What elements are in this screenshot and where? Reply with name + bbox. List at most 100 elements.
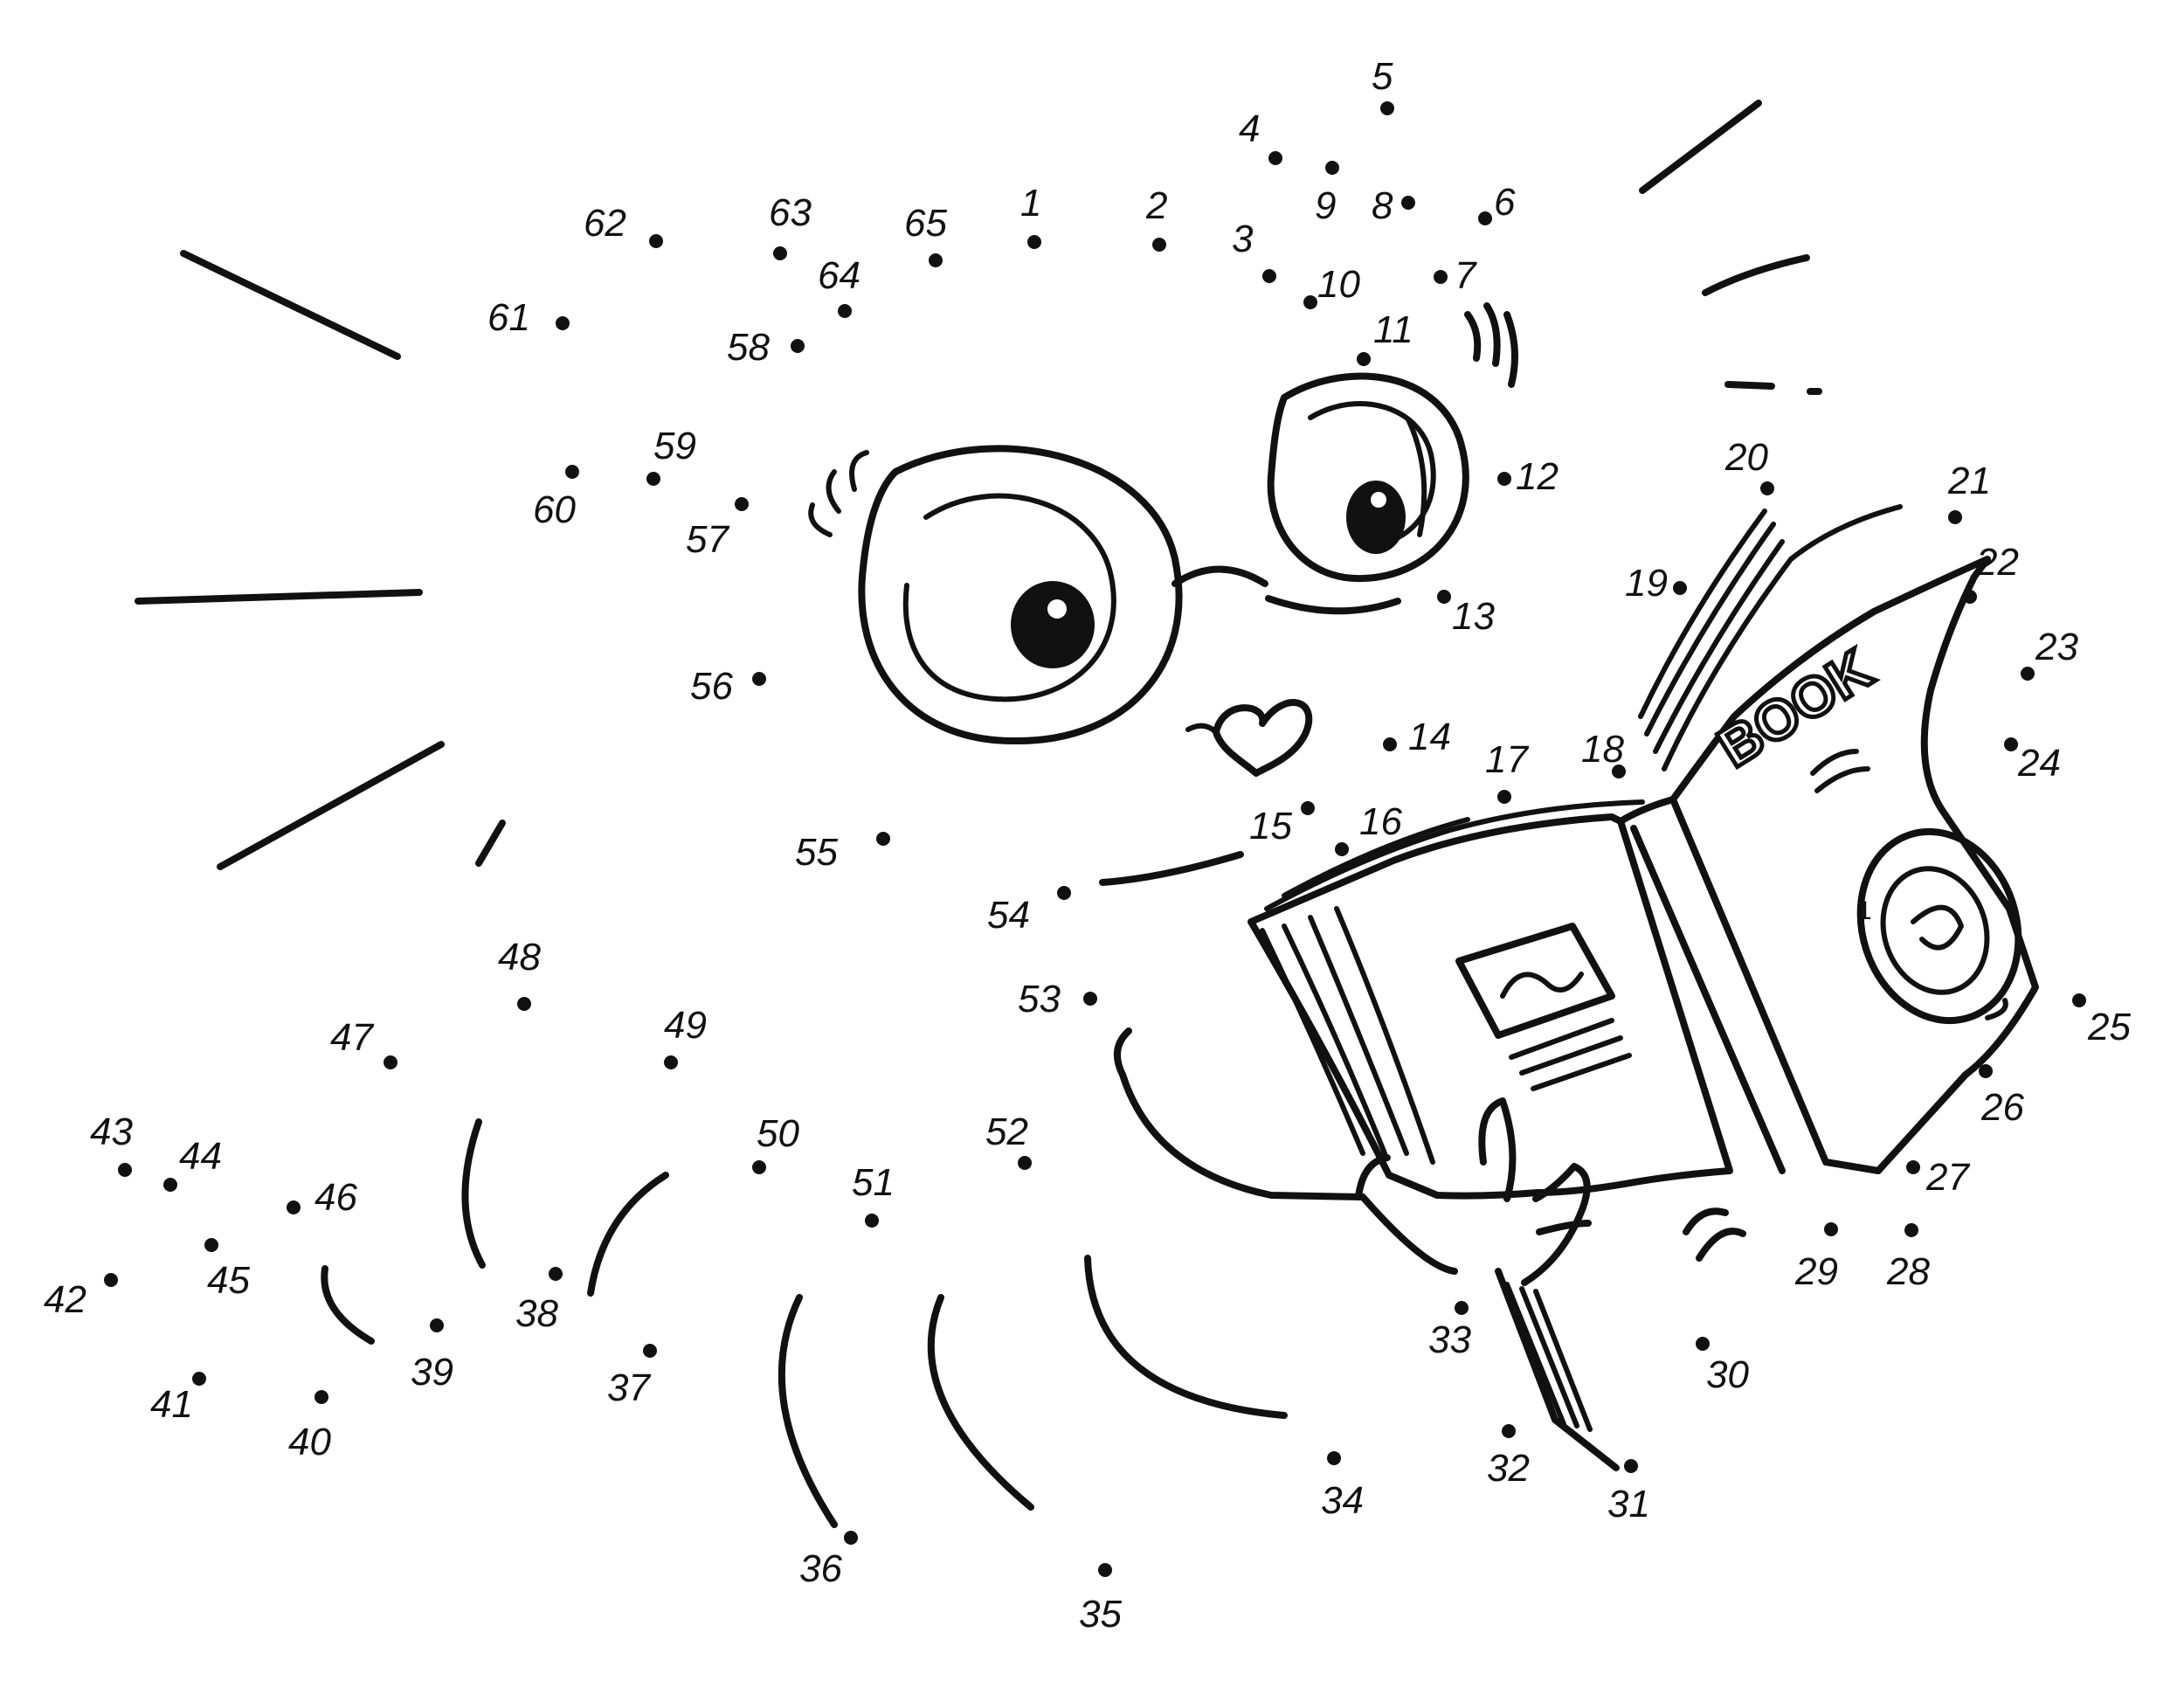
- dot-marker: [1268, 151, 1282, 165]
- dot-marker: [1455, 1301, 1469, 1315]
- dot-point-35: 35: [1079, 1563, 1122, 1636]
- dot-label: 6: [1494, 181, 1516, 224]
- dot-point-28: 28: [1886, 1223, 1930, 1293]
- dot-point-8: 8: [1372, 184, 1415, 227]
- dot-label: 15: [1249, 805, 1292, 847]
- dot-label: 30: [1706, 1353, 1749, 1396]
- dot-marker: [1673, 581, 1687, 595]
- dot-marker: [1401, 196, 1415, 210]
- dot-marker: [118, 1163, 132, 1177]
- dot-point-2: 2: [1145, 184, 1167, 252]
- dot-point-16: 16: [1335, 800, 1402, 856]
- dot-point-15: 15: [1249, 801, 1315, 847]
- dot-label: 25: [2087, 1006, 2131, 1048]
- dot-label: 33: [1428, 1318, 1471, 1361]
- dot-marker: [1152, 238, 1166, 252]
- dot-point-18: 18: [1581, 728, 1626, 778]
- creature-body: [321, 851, 1592, 1528]
- dot-point-41: 41: [150, 1372, 206, 1426]
- dot-point-32: 32: [1487, 1424, 1530, 1490]
- dot-marker: [204, 1238, 218, 1252]
- dot-marker: [643, 1344, 657, 1358]
- dot-label: 2: [1145, 184, 1167, 227]
- dot-point-46: 46: [287, 1176, 357, 1219]
- dot-marker: [1437, 590, 1451, 604]
- dot-point-65: 65: [904, 202, 947, 267]
- motion-lines: [135, 100, 1822, 1262]
- dot-marker: [1357, 352, 1371, 366]
- dot-marker: [2072, 993, 2086, 1007]
- dot-point-42: 42: [44, 1273, 118, 1321]
- dot-point-36: 36: [799, 1531, 858, 1590]
- dot-label: 54: [987, 894, 1030, 937]
- dot-marker: [1497, 472, 1511, 486]
- dot-point-19: 19: [1625, 562, 1687, 605]
- dot-marker: [1098, 1563, 1112, 1577]
- cover-title: BOOK: [1707, 637, 1883, 779]
- dot-label: 21: [1947, 460, 1991, 502]
- dot-label: 36: [799, 1547, 842, 1590]
- dot-label: 3: [1232, 218, 1254, 260]
- dot-label: 43: [90, 1110, 133, 1153]
- dot-point-58: 58: [727, 326, 805, 369]
- dot-label: 45: [207, 1259, 250, 1302]
- dot-label: 65: [904, 202, 947, 245]
- dot-point-38: 38: [515, 1267, 563, 1335]
- dot-marker: [649, 234, 663, 248]
- dot-label: 53: [1018, 978, 1061, 1020]
- dot-marker: [1325, 161, 1339, 175]
- dot-point-48: 48: [498, 936, 541, 1011]
- dot-point-26: 26: [1979, 1064, 2024, 1129]
- dot-label: 49: [664, 1004, 707, 1047]
- dot-point-56: 56: [690, 665, 766, 708]
- dot-point-45: 45: [204, 1238, 250, 1302]
- dot-point-59: 59: [646, 425, 696, 486]
- dot-marker: [163, 1178, 177, 1192]
- dot-point-30: 30: [1696, 1337, 1749, 1396]
- dot-point-60: 60: [533, 465, 579, 531]
- dot-marker: [104, 1273, 118, 1287]
- dot-point-50: 50: [752, 1112, 799, 1174]
- dot-point-11: 11: [1357, 308, 1413, 366]
- dot-point-62: 62: [584, 202, 663, 248]
- dot-label: 14: [1408, 716, 1451, 758]
- dot-marker: [1327, 1451, 1341, 1465]
- dot-label: 20: [1724, 436, 1768, 479]
- dot-marker: [752, 672, 766, 686]
- dot-point-10: 10: [1303, 263, 1360, 309]
- dot-label: 40: [288, 1421, 331, 1463]
- dot-label: 44: [179, 1135, 222, 1178]
- dot-label: 32: [1487, 1447, 1530, 1490]
- dot-label: 8: [1372, 184, 1393, 227]
- dot-point-61: 61: [487, 296, 570, 339]
- dot-label: 63: [769, 191, 812, 234]
- dot-label: 57: [686, 518, 729, 561]
- dot-point-63: 63: [769, 191, 812, 260]
- dot-label: 23: [2035, 626, 2078, 668]
- dot-marker: [287, 1200, 301, 1214]
- dot-label: 31: [1607, 1483, 1650, 1525]
- dot-point-52: 52: [985, 1110, 1032, 1170]
- dot-point-64: 64: [818, 254, 860, 318]
- dot-marker: [791, 339, 805, 353]
- dot-label: 35: [1079, 1593, 1122, 1636]
- dot-point-1: 1: [1020, 182, 1041, 249]
- dot-label: 48: [498, 936, 541, 979]
- dot-label: 42: [44, 1278, 86, 1321]
- dot-label: 64: [818, 254, 860, 297]
- dot-point-57: 57: [686, 497, 749, 561]
- dot-point-47: 47: [330, 1016, 397, 1069]
- dot-point-17: 17: [1485, 738, 1529, 804]
- dot-marker: [1018, 1156, 1032, 1170]
- dot-point-25: 25: [2072, 993, 2131, 1048]
- dot-marker: [1906, 1160, 1920, 1174]
- dot-marker: [838, 304, 852, 318]
- dot-point-51: 51: [852, 1161, 895, 1228]
- dot-marker: [1301, 801, 1315, 815]
- dot-label: 11: [1373, 308, 1413, 351]
- dot-label: 39: [411, 1351, 453, 1394]
- dot-marker: [192, 1372, 206, 1386]
- dot-marker: [549, 1267, 563, 1281]
- dot-label: 38: [515, 1292, 558, 1335]
